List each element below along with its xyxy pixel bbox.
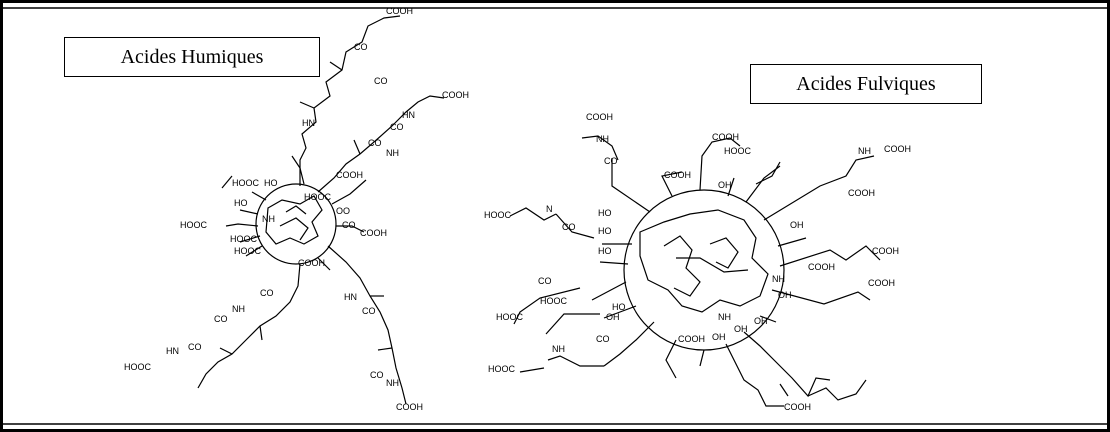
humic-label: CO <box>188 342 202 352</box>
fulvic-label: HOOC <box>540 296 568 306</box>
humic-label: CO <box>374 76 388 86</box>
humic-acids-title: Acides Humiques <box>64 37 320 77</box>
humic-label: HO <box>234 198 248 208</box>
fulvic-label: CO <box>562 222 576 232</box>
humic-label: NH <box>386 148 399 158</box>
humic-core-rings <box>265 195 323 245</box>
humic-label: NH <box>232 304 245 314</box>
humic-label: HO <box>264 178 278 188</box>
fulvic-labels: COOH NH CO COOH HOOC COOH NH COOH OH COO… <box>484 112 911 412</box>
humic-label: CO <box>354 42 368 52</box>
humic-label: CO <box>370 370 384 380</box>
humic-label: COOH <box>386 6 413 16</box>
fulvic-label: COOH <box>678 334 705 344</box>
fulvic-label: N <box>546 204 553 214</box>
humic-acid-structure <box>197 15 445 405</box>
humic-label: COOH <box>442 90 469 100</box>
fulvic-label: NH <box>596 134 609 144</box>
fulvic-label: COOH <box>848 188 875 198</box>
humic-label: CO <box>214 314 228 324</box>
humic-label: HN <box>302 118 315 128</box>
humic-label: HOOC <box>180 220 208 230</box>
fulvic-label: HOOC <box>496 312 524 322</box>
fulvic-label: OH <box>606 312 620 322</box>
humic-label: CO <box>342 220 356 230</box>
fulvic-core-sphere <box>623 189 785 351</box>
humic-label: HN <box>402 110 415 120</box>
fulvic-label: NH <box>858 146 871 156</box>
fulvic-label: HO <box>598 246 612 256</box>
fulvic-label: HOOC <box>484 210 512 220</box>
fulvic-label: COOH <box>712 132 739 142</box>
humic-label: HOOC <box>232 178 260 188</box>
humic-label: CO <box>368 138 382 148</box>
humic-label: COOH <box>360 228 387 238</box>
humic-label: COOH <box>396 402 423 412</box>
humic-core-sphere <box>255 183 337 265</box>
humic-label: HN <box>344 292 357 302</box>
fulvic-label: NH <box>718 312 731 322</box>
fulvic-acid-structure <box>509 135 881 407</box>
humic-label: HOOC <box>234 246 262 256</box>
fulvic-label: OH <box>712 332 726 342</box>
humic-label: CO <box>260 288 274 298</box>
humic-label: OO <box>336 206 350 216</box>
humic-labels: COOH CO CO HN COOH HN CO CO NH COOH HOOC… <box>124 6 469 412</box>
humic-label: COOH <box>298 258 325 268</box>
fulvic-label: CO <box>538 276 552 286</box>
fulvic-label: OH <box>790 220 804 230</box>
fulvic-label: HOOC <box>488 364 516 374</box>
fulvic-label: COOH <box>586 112 613 122</box>
humic-label: CO <box>390 122 404 132</box>
fulvic-label: COOH <box>784 402 811 412</box>
fulvic-label: NH <box>552 344 565 354</box>
fulvic-label: COOH <box>808 262 835 272</box>
fulvic-label: HO <box>598 208 612 218</box>
fulvic-label: OH <box>778 290 792 300</box>
fulvic-label: HO <box>598 226 612 236</box>
humic-label: HN <box>166 346 179 356</box>
fulvic-label: OH <box>734 324 748 334</box>
fulvic-label: HOOC <box>724 146 752 156</box>
humic-label: CO <box>362 306 376 316</box>
fulvic-label: CO <box>604 156 618 166</box>
fulvic-label: HO <box>612 302 626 312</box>
fulvic-core-rings <box>639 209 769 313</box>
fulvic-label: OH <box>718 180 732 190</box>
fulvic-label: COOH <box>884 144 911 154</box>
humic-label: HOOC <box>230 234 258 244</box>
fulvic-label: COOH <box>868 278 895 288</box>
fulvic-label: COOH <box>664 170 691 180</box>
fulvic-label: NH <box>772 274 785 284</box>
fulvic-label: CO <box>596 334 610 344</box>
humic-label: COOH <box>336 170 363 180</box>
humic-label: HOOC <box>124 362 152 372</box>
humic-label: NH <box>386 378 399 388</box>
fulvic-label: OH <box>754 316 768 326</box>
fulvic-label: COOH <box>872 246 899 256</box>
fulvic-acids-title: Acides Fulviques <box>750 64 982 104</box>
humic-label: NH <box>262 214 275 224</box>
humic-label: HOOC <box>304 192 332 202</box>
